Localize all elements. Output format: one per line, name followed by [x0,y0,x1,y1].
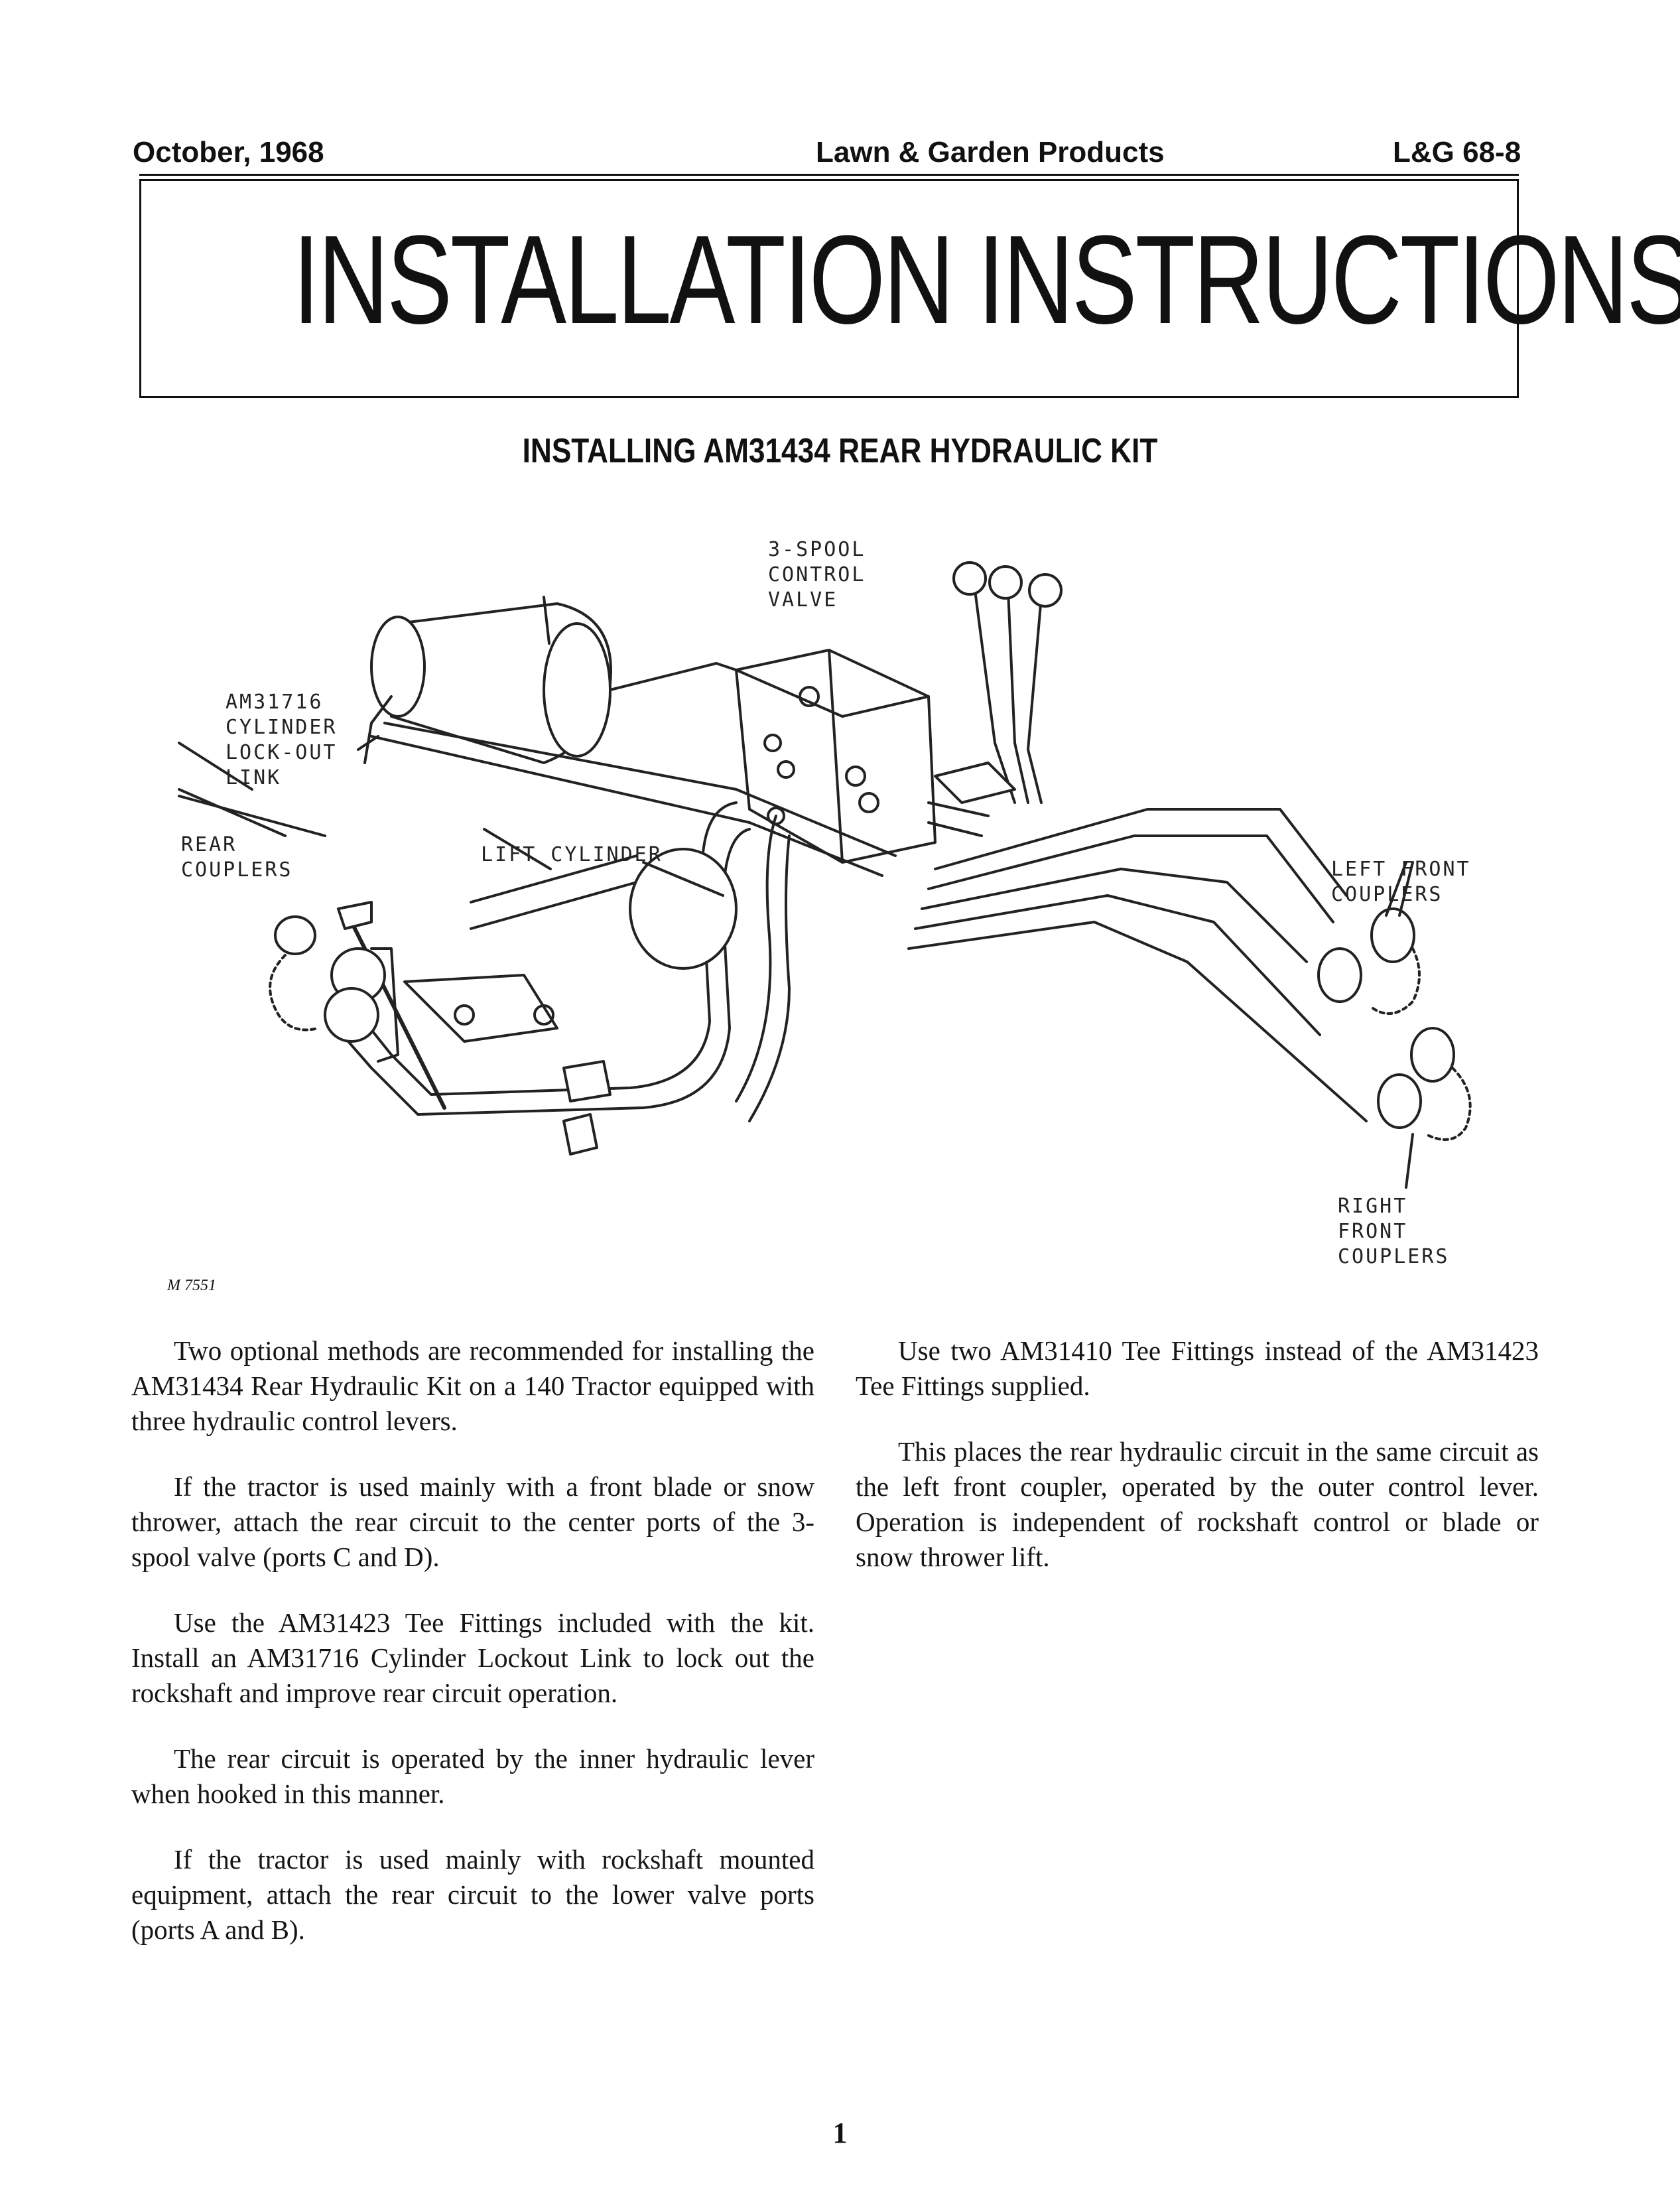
paragraph: If the tractor is used mainly with rocks… [131,1844,814,1945]
label-rear-couplers: REAR COUPLERS [181,833,293,882]
header-date: October, 1968 [133,136,324,168]
page-title: INSTALLATION INSTRUCTIONS [292,210,1680,350]
header-section: Lawn & Garden Products [816,136,1165,168]
hydraulic-kit-diagram: 3-SPOOL CONTROL VALVE AM31716 CYLINDER L… [153,524,1512,1300]
paragraph: Use two AM31410 Tee Fittings instead of … [856,1335,1539,1401]
title-box: INSTALLATION INSTRUCTIONS [139,179,1680,398]
header-doc-code: L&G 68-8 [1393,136,1521,168]
label-spool-valve: 3-SPOOL CONTROL VALVE [768,538,866,612]
figure-id: M 7551 [167,1277,216,1294]
page-number: 1 [832,2117,848,2149]
left-column: Two optional methods are recommended for… [131,1333,814,1978]
label-lockout-link: AM31716 CYLINDER LOCK-OUT LINK [226,691,338,789]
paragraph: The rear circuit is operated by the inne… [131,1743,814,1809]
document-subtitle: INSTALLING AM31434 REAR HYDRAULIC KIT [522,432,1158,470]
paragraph: This places the rear hydraulic circuit i… [856,1436,1539,1572]
paragraph: Two optional methods are recommended for… [131,1335,814,1436]
paragraph: If the tractor is used mainly with a fro… [131,1471,814,1572]
label-lift-cylinder: LIFT CYLINDER [481,843,663,866]
label-left-front-couplers: LEFT FRONT COUPLERS [1331,858,1471,906]
paragraph: Use the AM31423 Tee Fittings included wi… [131,1607,814,1708]
diagram-drawing [178,561,1472,1189]
label-right-front-couplers: RIGHT FRONT COUPLERS [1338,1195,1450,1268]
right-column: Use two AM31410 Tee Fittings instead of … [856,1333,1539,1605]
header-rule [139,174,1519,176]
